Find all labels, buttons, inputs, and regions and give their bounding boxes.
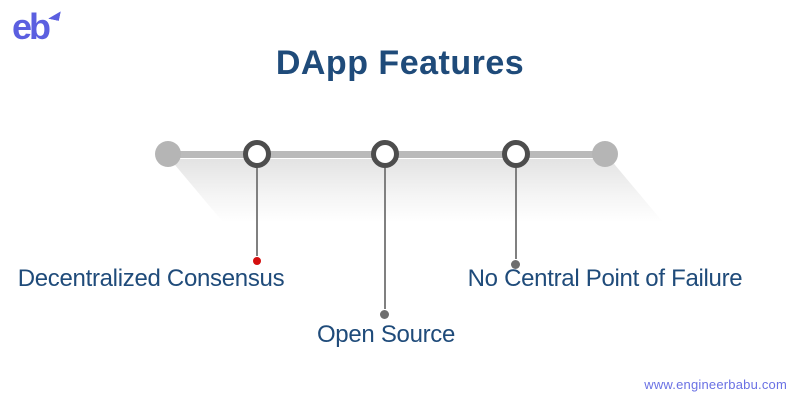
brand-logo: eb [12, 6, 72, 52]
logo-flag-icon [48, 9, 61, 21]
timeline-node-no-central-point [502, 140, 530, 168]
timeline-stem-2 [384, 168, 386, 309]
timeline-node-decentralized-consensus [243, 140, 271, 168]
website-watermark: www.engineerbabu.com [644, 377, 787, 392]
timeline-stem-3 [515, 168, 517, 259]
feature-label-no-central-point-of-failure: No Central Point of Failure [467, 265, 743, 292]
page-title: DApp Features [275, 44, 525, 82]
stem-dot-gray-1 [380, 310, 389, 319]
feature-label-decentralized-consensus: Decentralized Consensus [17, 265, 285, 292]
timeline-node-open-source [371, 140, 399, 168]
timeline-shadow [170, 159, 664, 223]
feature-label-open-source: Open Source [316, 321, 456, 348]
timeline-endpoint-right [592, 141, 618, 167]
timeline-stem-1 [256, 168, 258, 256]
stem-dot-gray-2 [511, 260, 520, 269]
stem-dot-red [253, 257, 261, 265]
timeline-endpoint-left [155, 141, 181, 167]
logo-text: eb [12, 6, 51, 47]
